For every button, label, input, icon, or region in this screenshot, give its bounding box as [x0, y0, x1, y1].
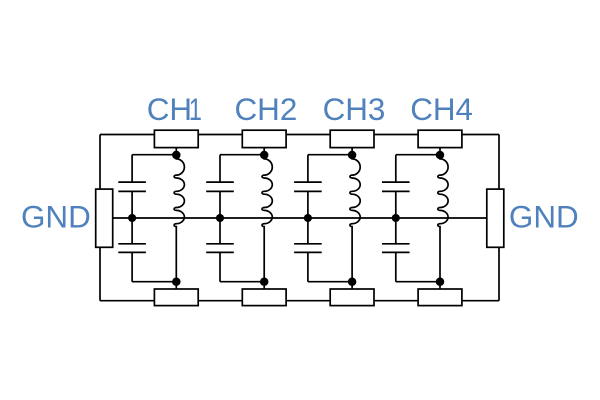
svg-text:CH2: CH2 — [235, 92, 298, 127]
svg-text:CH3: CH3 — [323, 92, 386, 127]
svg-text:CH: CH — [147, 92, 192, 127]
svg-text:GND: GND — [21, 200, 91, 235]
svg-text:1: 1 — [189, 92, 202, 127]
svg-text:GND: GND — [509, 200, 579, 235]
svg-text:CH4: CH4 — [410, 92, 473, 127]
